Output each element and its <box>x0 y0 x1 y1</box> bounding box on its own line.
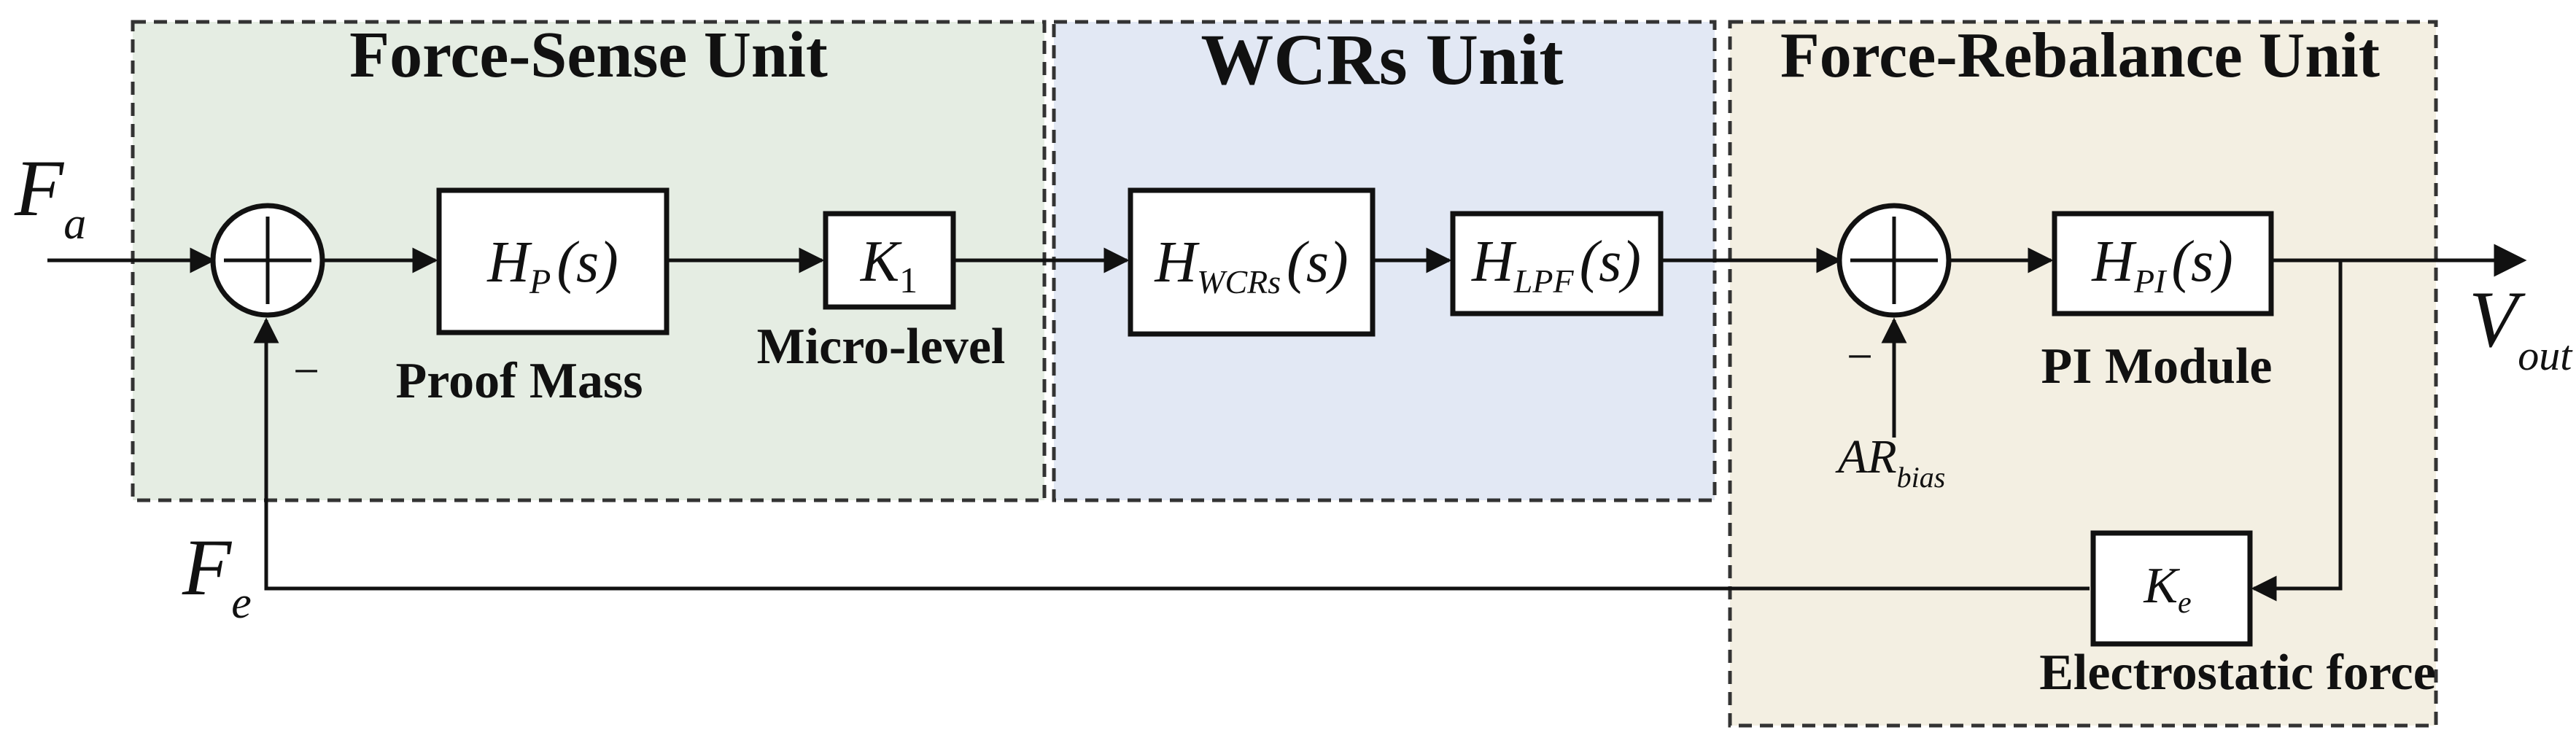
bias-minus-sign: − <box>1847 330 1873 382</box>
summing-junction-rebalance <box>1836 203 1952 318</box>
micro-level-block <box>823 211 956 310</box>
force-rebalance-unit-title: Force-Rebalance Unit <box>1780 20 2380 91</box>
micro-level-label: Micro-level <box>757 319 1006 375</box>
bias-label: ARbias <box>1835 430 1945 494</box>
pi-transfer-function: HPI(s) <box>2091 230 2233 300</box>
lpf-block <box>1450 211 1664 316</box>
feedback-force-label: Fe <box>182 523 252 628</box>
feedback-minus-sign: − <box>293 345 319 397</box>
electrostatic-gain: Ke <box>2143 558 2191 620</box>
proof-mass-transfer-function: HP(s) <box>486 230 618 301</box>
electrostatic-block <box>2090 530 2253 647</box>
wcrs-transfer-function: HWCRs(s) <box>1154 230 1348 300</box>
force-rebalance-unit-region <box>1728 20 2438 728</box>
lpf-transfer-function: HLPF(s) <box>1471 230 1641 300</box>
proof-mass-label: Proof Mass <box>396 353 643 409</box>
output-voltage-label: Vout <box>2469 275 2573 379</box>
summing-junction-force <box>210 203 325 318</box>
wcrs-unit-title: WCRs Unit <box>1200 19 1563 100</box>
micro-level-gain: K1 <box>860 230 917 300</box>
wcrs-block <box>1128 187 1376 337</box>
proof-mass-block <box>436 187 670 335</box>
force-sense-unit-title: Force-Sense Unit <box>349 19 828 91</box>
input-force-label: Fa <box>14 144 86 249</box>
wire-output-to-electrostatic <box>2251 260 2343 602</box>
feedback-wire <box>253 317 2090 591</box>
pi-module-label: PI Module <box>2041 338 2273 395</box>
pi-block <box>2052 211 2274 316</box>
electrostatic-force-label: Electrostatic force <box>2039 645 2436 701</box>
